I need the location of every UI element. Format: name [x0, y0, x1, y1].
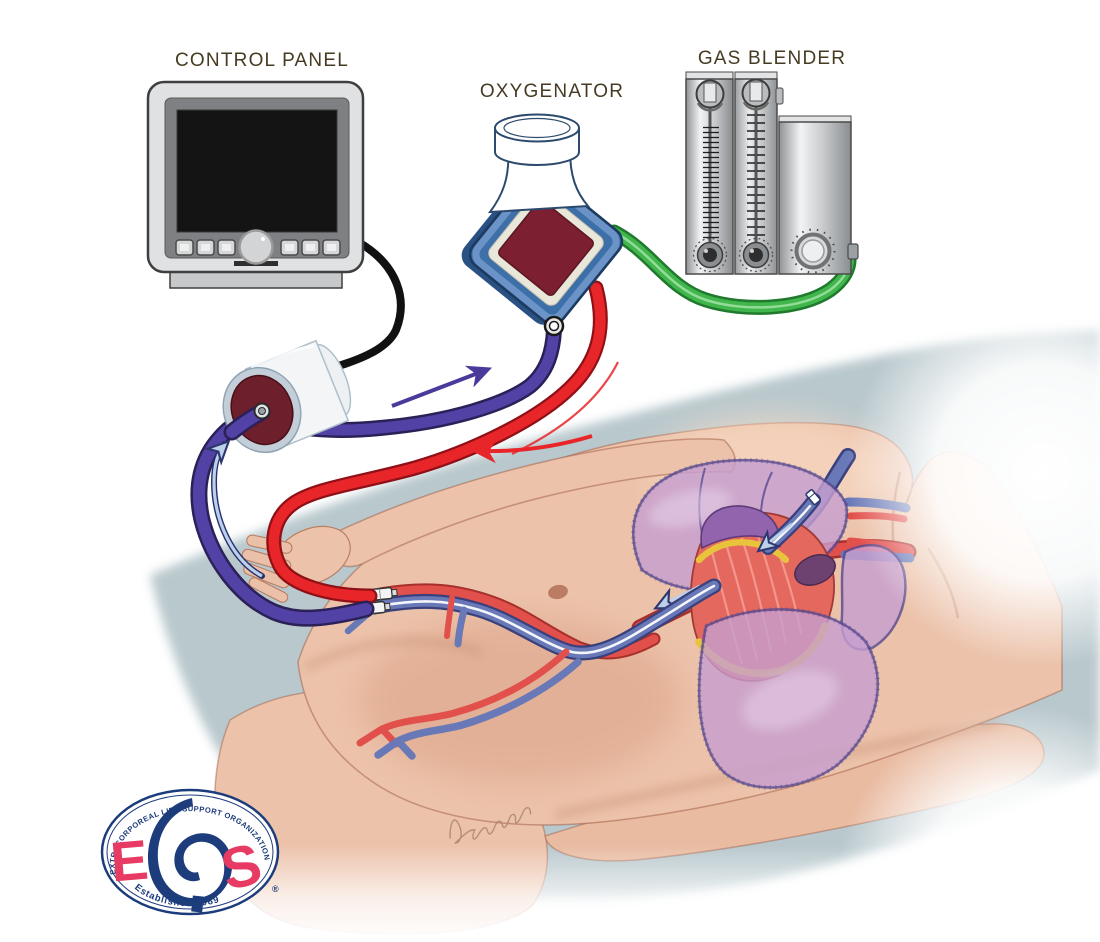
pulmonary-trunk: [700, 505, 780, 550]
elso-logo: EXTRACORPOREAL LIFE SUPPORT ORGANIZATION…: [100, 788, 280, 916]
cap-top-inner: [503, 117, 571, 139]
arterial-tube: [268, 282, 606, 602]
venous-flow-arrow: [391, 365, 493, 408]
flowmeter-1-top-knob: [695, 79, 725, 112]
artist-signature: [449, 807, 532, 844]
flowmeter-1-bottom-knob: [692, 237, 728, 273]
atrial-appendage: [794, 554, 836, 586]
power-cable: [318, 239, 405, 375]
arterial-flow-arrow: [471, 434, 593, 464]
monitor-knob-dot: [261, 237, 265, 241]
centrifugal-pump: [222, 339, 352, 454]
lung-upper-lobes-fuzz: [631, 457, 850, 594]
lung-highlight-2: [742, 670, 838, 730]
drainage-loop-arrow: [214, 445, 263, 578]
shoulder-glow: [847, 277, 1100, 667]
blender-side-tab: [775, 87, 784, 105]
gas-tube-highlight: [612, 230, 851, 309]
oxygenator-inlet-connector: [543, 315, 565, 337]
navel: [548, 584, 568, 600]
oxygenator-device: [461, 113, 624, 337]
monitor-knob: [238, 229, 274, 265]
oxygenator-cap: [487, 113, 591, 214]
monitor-buttons: [175, 239, 341, 256]
flowmeter-scale-2: [747, 110, 765, 240]
gas-blender-device: [685, 71, 859, 275]
flow-arrows: [214, 365, 593, 579]
gas-blender-label: GAS BLENDER: [698, 48, 846, 69]
heart-fat-top: [695, 539, 790, 564]
cannula-tip: [805, 489, 821, 506]
leg-vein: [374, 658, 582, 760]
control-panel-label: CONTROL PANEL: [175, 50, 349, 71]
elso-l-o-tail: [191, 895, 204, 913]
elso-oval-inner: [106, 794, 274, 910]
flowmeter-scale-1: [701, 124, 719, 239]
control-panel-monitor: [146, 80, 365, 289]
flowmeter-2-top-knob: [741, 78, 771, 111]
iliac-vein-branch: [454, 606, 468, 648]
elso-letter-e: E: [108, 828, 151, 894]
pump-inlet-connector: [253, 402, 271, 420]
drainage-flow-arrow-2: [762, 522, 793, 548]
monitor-screen: [176, 109, 338, 233]
fio2-dial-knob: [790, 228, 836, 274]
oxygenator-label: OXYGENATOR: [480, 81, 624, 102]
cap-neck: [487, 149, 591, 214]
elso-registered-mark: ®: [272, 884, 279, 894]
lung-lower-lobe-fuzz: [696, 607, 880, 790]
arterial-tube-echo-line: [511, 361, 619, 455]
elso-oval: [100, 788, 280, 916]
iliac-artery-branch: [444, 595, 455, 639]
pump-highlight: [250, 344, 314, 369]
flowmeter-2-bottom-knob: [738, 237, 774, 273]
femoral-vessels: [339, 578, 722, 760]
oxygenator-blood-window: [498, 200, 594, 296]
gas-outlet-port: [847, 243, 859, 260]
